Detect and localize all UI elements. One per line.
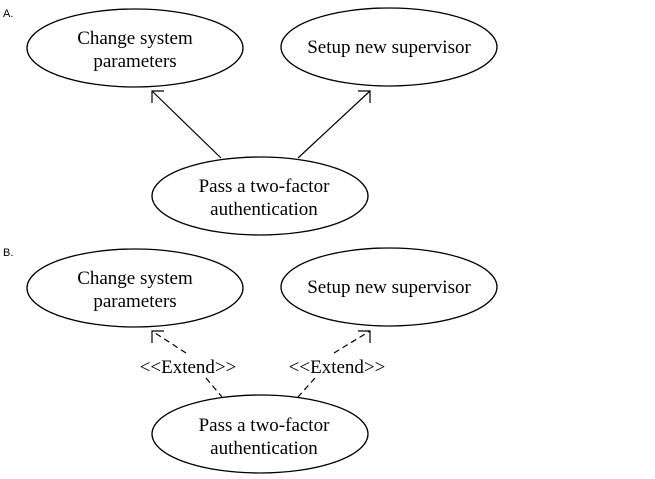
use-case-label-line1: Change system bbox=[77, 268, 193, 289]
use-case-two-factor-authentication-a: Pass a two-factor authentication bbox=[151, 156, 369, 236]
diagram-a: A. Change system parameters Setup new su… bbox=[3, 7, 498, 236]
use-case-ellipse bbox=[151, 394, 369, 474]
use-case-label-line2: parameters bbox=[93, 291, 176, 312]
arrow-to-setup-supervisor-a bbox=[297, 90, 371, 159]
use-case-label-line2: authentication bbox=[210, 199, 318, 220]
use-case-change-system-parameters-b: Change system parameters bbox=[26, 248, 244, 328]
arrow-head-icon bbox=[151, 330, 164, 343]
use-case-ellipse bbox=[26, 8, 244, 88]
dashed-arrow-upper-right bbox=[333, 330, 371, 354]
use-case-label-line1: Setup new supervisor bbox=[307, 37, 471, 58]
arrow-head-icon bbox=[151, 90, 164, 103]
use-case-setup-new-supervisor-a: Setup new supervisor bbox=[280, 7, 498, 87]
diagram-b-label: B. bbox=[3, 247, 13, 259]
use-case-setup-new-supervisor-b: Setup new supervisor bbox=[280, 247, 498, 327]
diagram-a-label: A. bbox=[3, 8, 13, 20]
use-case-label-line2: authentication bbox=[210, 438, 318, 459]
use-case-two-factor-authentication-b: Pass a two-factor authentication bbox=[151, 394, 369, 474]
arrow-head-icon bbox=[358, 330, 371, 343]
diagram-b: B. Change system parameters Setup new su… bbox=[3, 247, 498, 474]
dashed-arrow-lower-right bbox=[297, 377, 316, 398]
use-case-label-line1: Pass a two-factor bbox=[199, 415, 331, 436]
use-case-ellipse bbox=[26, 248, 244, 328]
use-case-label-line1: Pass a two-factor bbox=[199, 176, 331, 197]
use-case-label-line2: parameters bbox=[93, 51, 176, 72]
use-case-label-line1: Setup new supervisor bbox=[307, 277, 471, 298]
extend-label-right: <<Extend>> bbox=[289, 357, 386, 378]
use-case-ellipse bbox=[280, 7, 498, 87]
use-case-label-line1: Change system bbox=[77, 28, 193, 49]
extend-label-left: <<Extend>> bbox=[140, 357, 237, 378]
dashed-arrow-upper-left bbox=[151, 330, 187, 354]
use-case-ellipse bbox=[280, 247, 498, 327]
use-case-change-system-parameters-a: Change system parameters bbox=[26, 8, 244, 88]
arrow-head-icon bbox=[358, 90, 371, 103]
dashed-arrow-lower-left bbox=[205, 377, 223, 398]
use-case-ellipse bbox=[151, 156, 369, 236]
arrow-to-change-system-a bbox=[151, 90, 222, 159]
